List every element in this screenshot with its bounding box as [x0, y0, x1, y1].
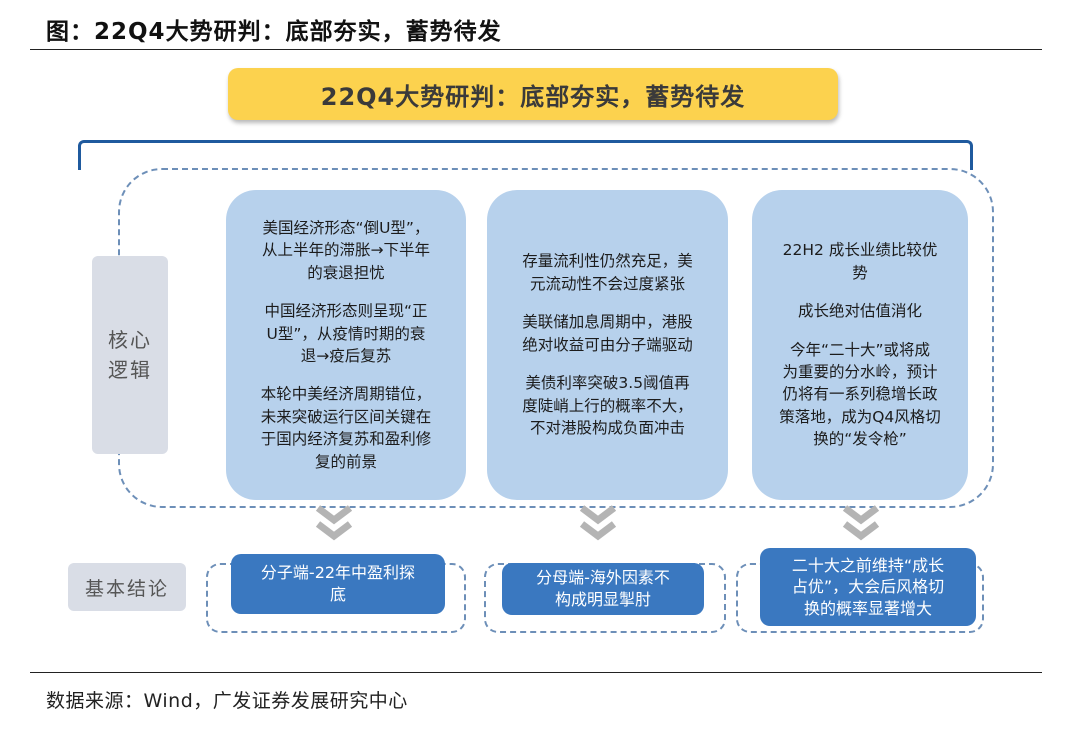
card-2-paragraph-2: 美联储加息周期中，港股 绝对收益可由分子端驱动	[522, 313, 693, 354]
bottom-rule	[30, 672, 1042, 673]
core-logic-label: 核心逻辑	[92, 256, 168, 454]
basic-conclusion-label: 基本结论	[68, 563, 186, 611]
conclusion-style-switch: 二十大之前维持“成长 占优”，大会后风格切 换的概率显著增大	[760, 548, 976, 626]
logic-card-liquidity: 存量流利性仍然充足，美 元流动性不会过度紧张 美联储加息周期中，港股 绝对收益可…	[487, 190, 728, 500]
conclusion-numerator: 分子端-22年中盈利探 底	[231, 554, 445, 614]
top-rule	[30, 49, 1042, 50]
card-3-paragraph-3: 今年“二十大”或将成 为重要的分水岭，预计 仍将有一系列稳增长政 策落地，成为Q…	[779, 340, 941, 449]
logic-card-us-china-cycle: 美国经济形态“倒U型”， 从上半年的滞胀→下半年 的衰退担忧 中国经济形态则呈现…	[226, 190, 466, 500]
chevron-down-icon	[842, 505, 880, 541]
card-3-paragraph-1: 22H2 成长业绩比较优 势	[782, 241, 938, 282]
logic-card-growth-style: 22H2 成长业绩比较优 势 成长绝对估值消化 今年“二十大”或将成 为重要的分…	[752, 190, 968, 500]
card-2-paragraph-1: 存量流利性仍然充足，美 元流动性不会过度紧张	[522, 252, 693, 293]
conclusion-denominator: 分母端-海外因素不 构成明显掣肘	[502, 563, 704, 615]
card-1-paragraph-3: 本轮中美经济周期错位， 未来突破运行区间关键在 于国内经济复苏和盈利修 复的前景	[260, 385, 432, 471]
figure-title: 图：22Q4大势研判：底部夯实，蓄势待发	[46, 19, 502, 45]
chevron-down-icon	[315, 505, 353, 541]
source-note: 数据来源：Wind，广发证券发展研究中心	[46, 690, 408, 712]
bracket-line	[78, 140, 973, 170]
banner-title: 22Q4大势研判：底部夯实，蓄势待发	[228, 68, 838, 120]
card-1-paragraph-1: 美国经济形态“倒U型”， 从上半年的滞胀→下半年 的衰退担忧	[262, 218, 430, 282]
card-2-paragraph-3: 美债利率突破3.5阈值再 度陡峭上行的概率不大， 不对港股构成负面冲击	[522, 374, 693, 438]
core-logic-label-text: 核心逻辑	[108, 328, 152, 382]
card-3-paragraph-2: 成长绝对估值消化	[797, 302, 922, 321]
card-1-paragraph-2: 中国经济形态则呈现“正 U型”，从疫情时期的衰 退→疫后复苏	[264, 302, 428, 365]
chevron-down-icon	[579, 505, 617, 541]
